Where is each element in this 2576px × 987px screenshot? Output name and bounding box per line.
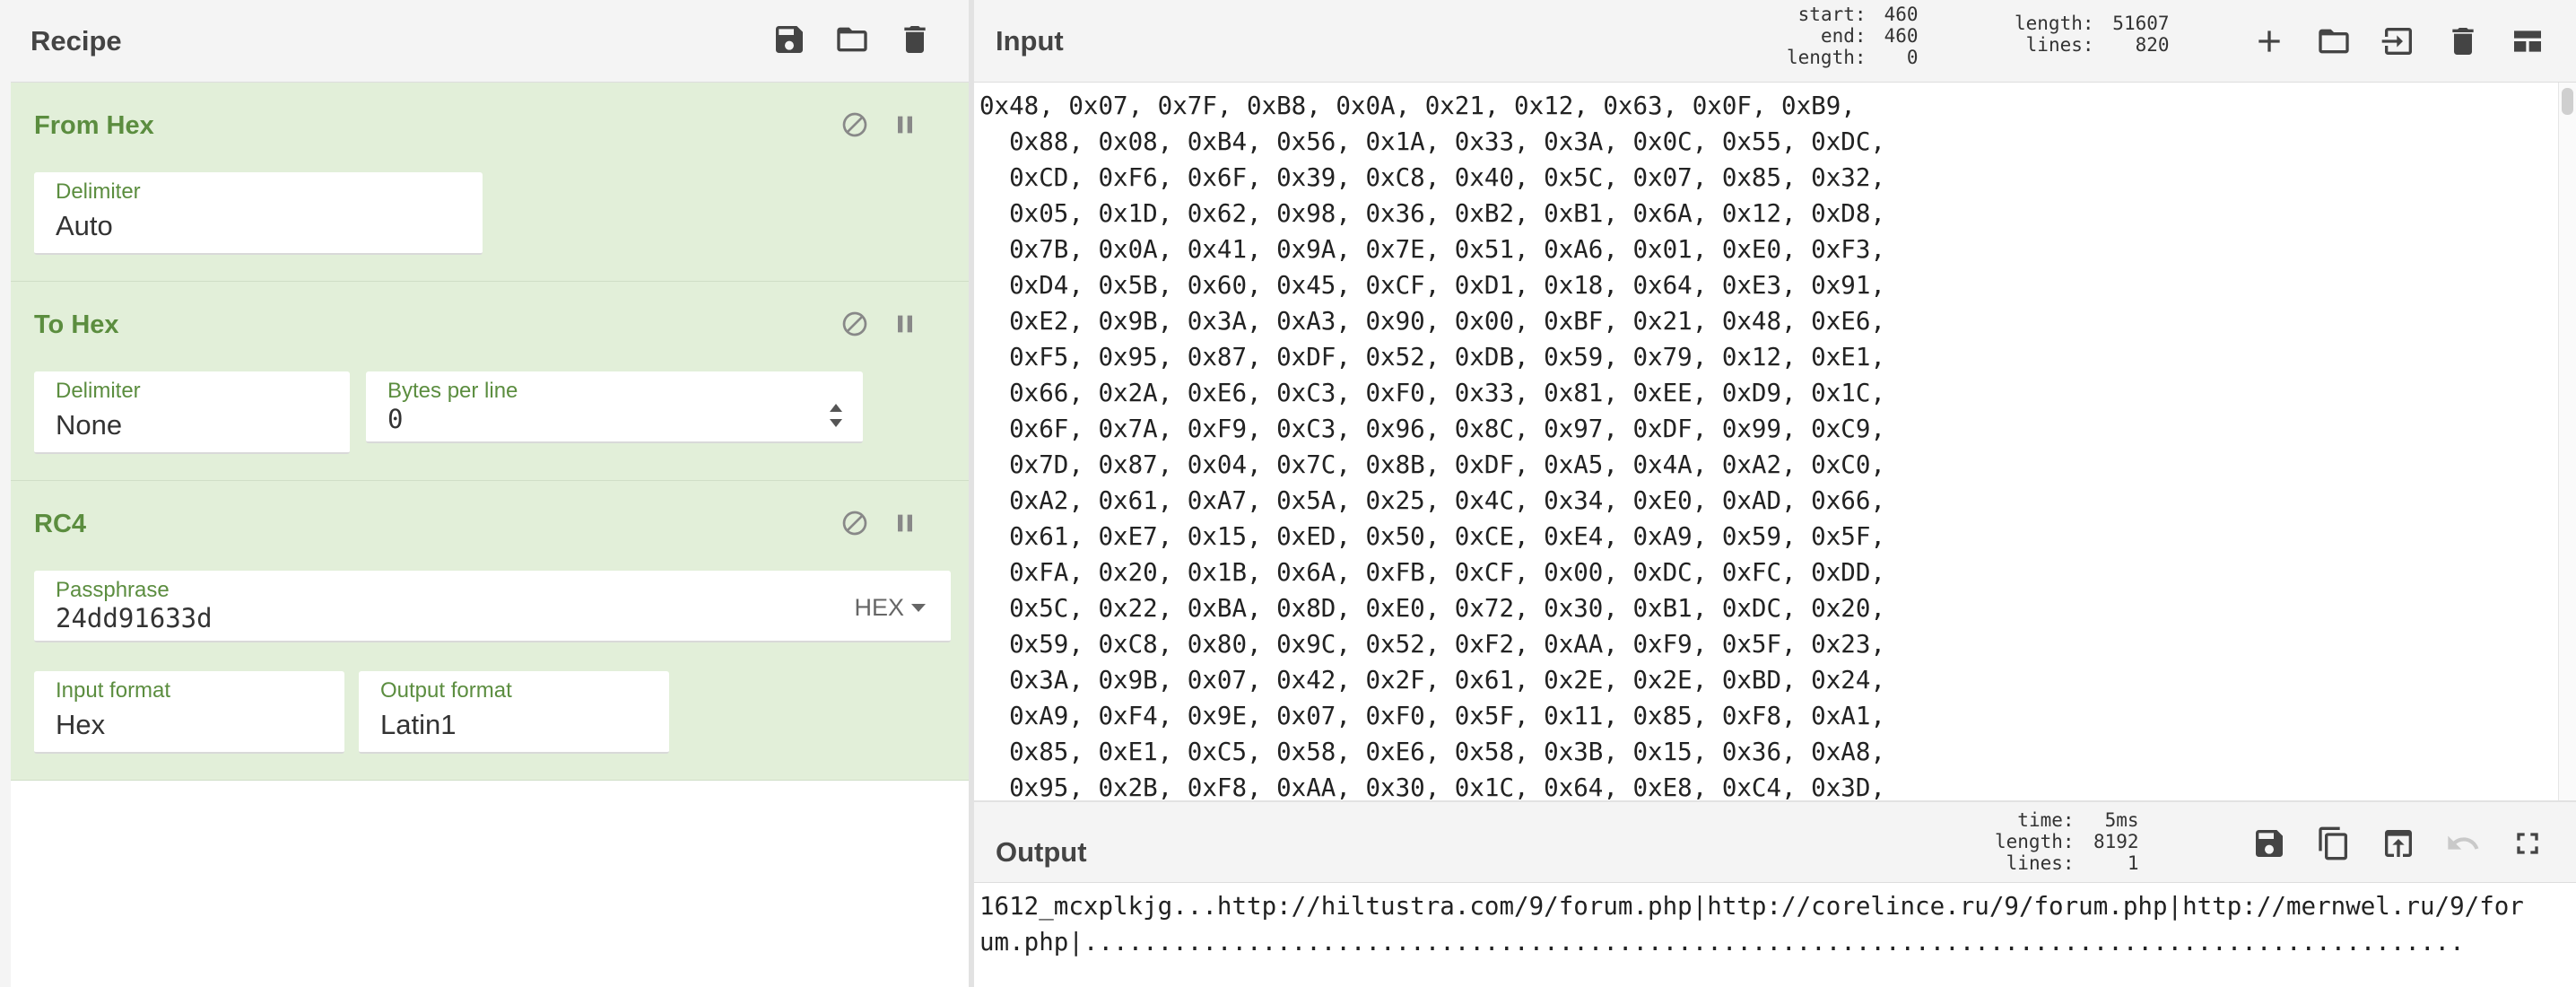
save-icon[interactable] [2246,820,2293,867]
delimiter-field[interactable]: Delimiter None [34,371,350,454]
operation-rc4[interactable]: RC4 Passphrase 24dd91633d HEX Input form… [11,481,969,781]
input-selection-stats: start:460 end:460 length:0 [1787,4,1919,68]
input-length-stats: length:51607 lines:820 [2015,13,2170,56]
operation-to-hex[interactable]: To Hex Delimiter None Bytes per line 0 [11,282,969,481]
input-line: 0xF5, 0x95, 0x87, 0xDF, 0x52, 0xDB, 0x59… [979,343,1885,371]
input-line: 0xCD, 0xF6, 0x6F, 0x39, 0xC8, 0x40, 0x5C… [979,163,1885,192]
undo-icon[interactable] [2440,820,2486,867]
output-stats: time:5ms length:8192 lines:1 [1995,809,2139,874]
breakpoint-icon[interactable] [888,506,922,540]
disable-icon[interactable] [838,307,872,341]
trash-icon[interactable] [893,18,936,61]
copy-icon[interactable] [2311,820,2357,867]
output-line: um.php|.................................… [979,928,2465,956]
input-line: 0x95, 0x2B, 0xF8, 0xAA, 0x30, 0x1C, 0x64… [979,773,1885,800]
breakpoint-icon[interactable] [888,307,922,341]
output-format-field[interactable]: Output format Latin1 [359,671,669,754]
input-format-field[interactable]: Input format Hex [34,671,344,754]
input-line: 0xFA, 0x20, 0x1B, 0x6A, 0xFB, 0xCF, 0x00… [979,558,1885,587]
output-textarea[interactable]: 1612_mcxplkjg...http://hiltustra.com/9/f… [974,883,2576,987]
open-folder-icon[interactable] [2311,18,2357,65]
input-line: 0x61, 0xE7, 0x15, 0xED, 0x50, 0xCE, 0xE4… [979,522,1885,551]
panel-resize-handle[interactable] [969,0,974,987]
replace-input-icon[interactable] [2375,820,2422,867]
save-icon[interactable] [768,18,811,61]
input-line: 0x7B, 0x0A, 0x41, 0x9A, 0x7E, 0x51, 0xA6… [979,235,1885,264]
input-line: 0x59, 0xC8, 0x80, 0x9C, 0x52, 0xF2, 0xAA… [979,630,1885,659]
output-header: Output time:5ms length:8192 lines:1 [974,800,2576,883]
recipe-title: Recipe [30,25,122,57]
input-title: Input [996,25,1064,57]
output-content: 1612_mcxplkjg...http://hiltustra.com/9/f… [979,888,2576,960]
input-line: 0xA2, 0x61, 0xA7, 0x5A, 0x25, 0x4C, 0x34… [979,486,1885,515]
layout-icon[interactable] [2504,18,2551,65]
recipe-panel: Recipe From Hex Delimiter Auto To Hex [0,0,969,987]
trash-icon[interactable] [2440,18,2486,65]
input-line: 0x7D, 0x87, 0x04, 0x7C, 0x8B, 0xDF, 0xA5… [979,450,1885,479]
input-line: 0xD4, 0x5B, 0x60, 0x45, 0xCF, 0xD1, 0x18… [979,271,1885,300]
output-line: 1612_mcxplkjg...http://hiltustra.com/9/f… [979,892,2524,921]
input-line: 0x05, 0x1D, 0x62, 0x98, 0x36, 0xB2, 0xB1… [979,199,1885,228]
input-header: Input start:460 end:460 length:0 length:… [974,0,2576,83]
scrollbar-thumb[interactable] [2562,88,2573,115]
input-line: 0x66, 0x2A, 0xE6, 0xC3, 0xF0, 0x33, 0x81… [979,379,1885,407]
operation-title: From Hex [34,111,154,140]
input-line: 0x88, 0x08, 0xB4, 0x56, 0x1A, 0x33, 0x3A… [979,127,1885,156]
caret-down-icon [911,604,926,612]
passphrase-format-dropdown[interactable]: HEX [854,594,926,622]
input-textarea[interactable]: 0x48, 0x07, 0x7F, 0xB8, 0x0A, 0x21, 0x12… [974,83,2558,800]
input-line: 0x5C, 0x22, 0xBA, 0x8D, 0xE0, 0x72, 0x30… [979,594,1885,623]
operation-title: RC4 [34,510,87,538]
output-title: Output [996,836,1087,868]
bytes-per-line-field[interactable]: Bytes per line 0 [366,371,863,443]
folder-icon[interactable] [831,18,874,61]
plus-icon[interactable] [2246,18,2293,65]
input-line: 0x48, 0x07, 0x7F, 0xB8, 0x0A, 0x21, 0x12… [979,92,1856,120]
operation-title: To Hex [34,310,119,339]
input-line: 0x85, 0xE1, 0xC5, 0x58, 0xE6, 0x58, 0x3B… [979,738,1885,766]
passphrase-field[interactable]: Passphrase 24dd91633d HEX [34,571,951,642]
input-line: 0x3A, 0x9B, 0x07, 0x42, 0x2F, 0x61, 0x2E… [979,666,1885,694]
fullscreen-icon[interactable] [2504,820,2551,867]
import-icon[interactable] [2375,18,2422,65]
disable-icon[interactable] [838,506,872,540]
disable-icon[interactable] [838,108,872,142]
recipe-header: Recipe [11,0,969,83]
input-line: 0x6F, 0x7A, 0xF9, 0xC3, 0x96, 0x8C, 0x97… [979,415,1885,443]
number-stepper[interactable] [829,402,843,432]
input-line: 0xA9, 0xF4, 0x9E, 0x07, 0xF0, 0x5F, 0x11… [979,702,1885,730]
input-line: 0xE2, 0x9B, 0x3A, 0xA3, 0x90, 0x00, 0xBF… [979,307,1885,336]
breakpoint-icon[interactable] [888,108,922,142]
input-content: 0x48, 0x07, 0x7F, 0xB8, 0x0A, 0x21, 0x12… [979,88,2558,800]
delimiter-field[interactable]: Delimiter Auto [34,172,483,255]
operation-from-hex[interactable]: From Hex Delimiter Auto [11,83,969,282]
input-scrollbar[interactable] [2558,83,2576,800]
